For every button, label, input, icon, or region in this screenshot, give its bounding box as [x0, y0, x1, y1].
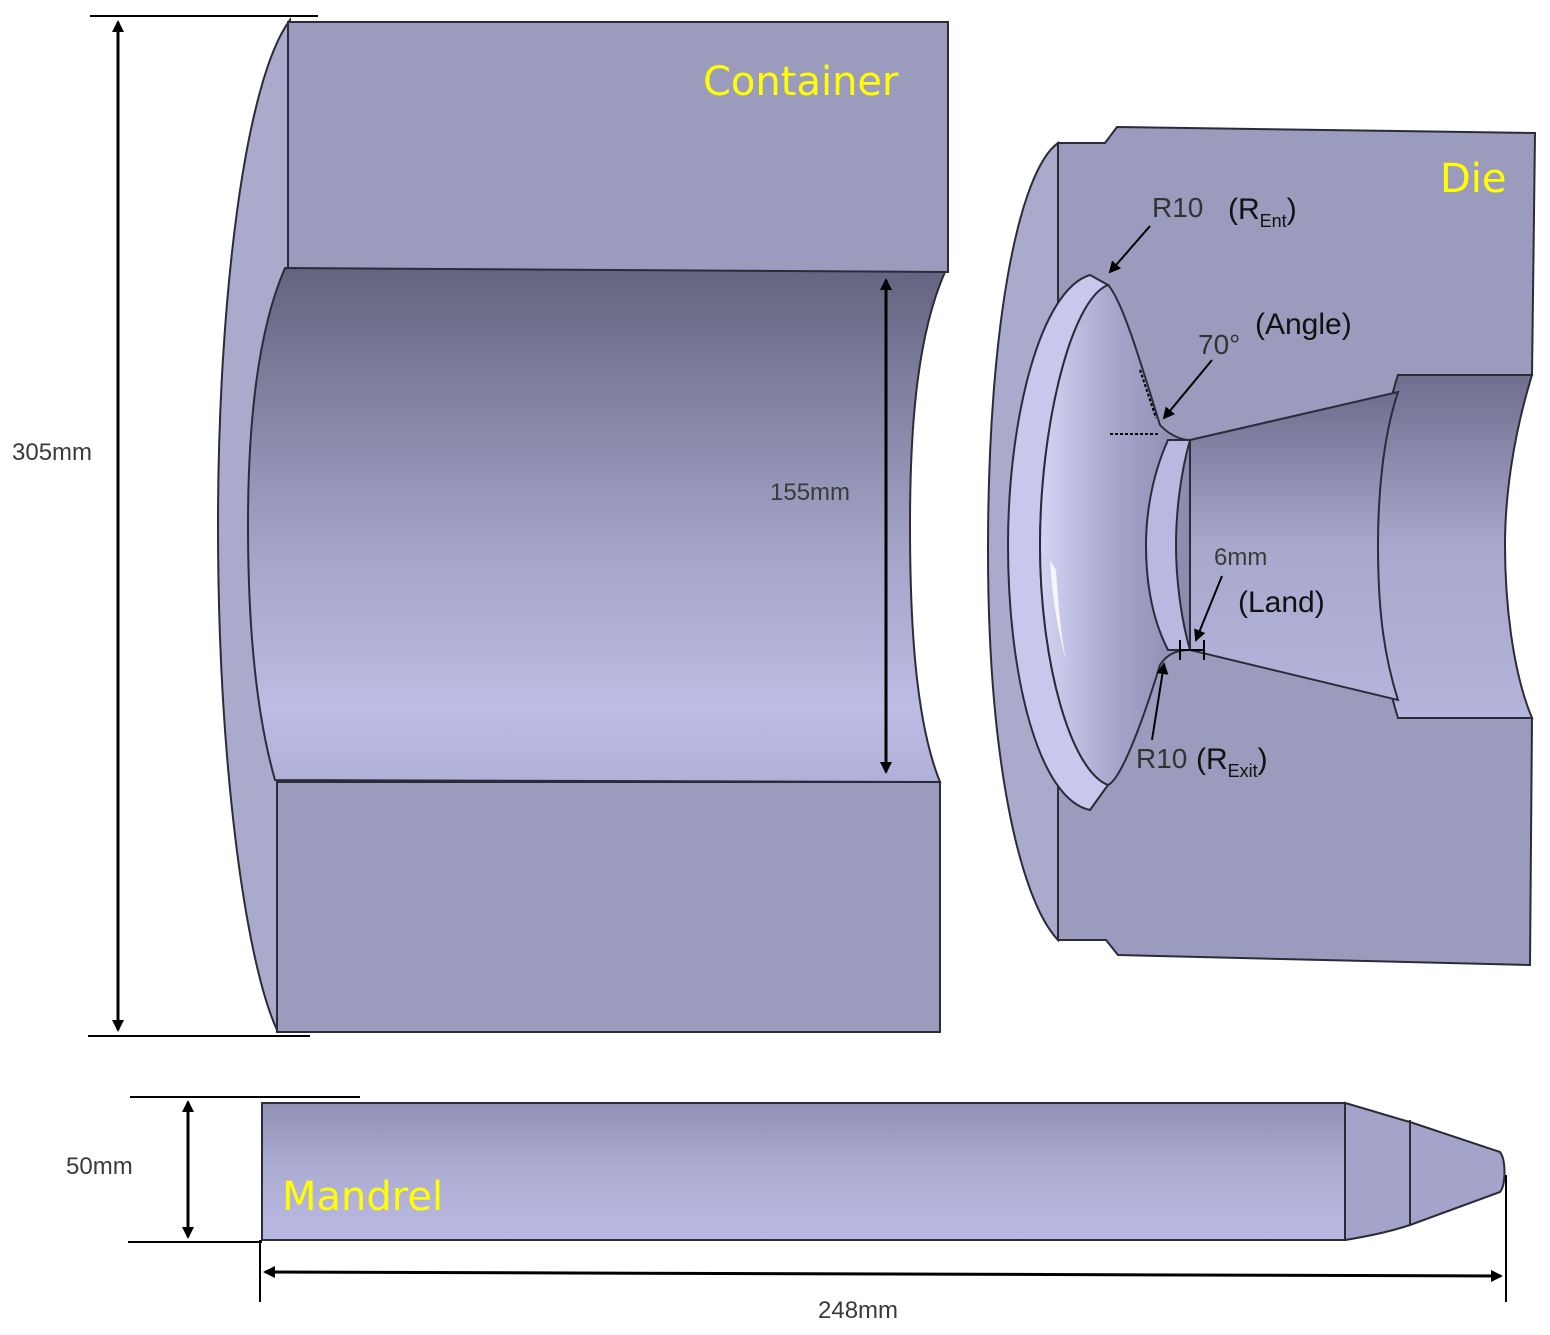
land-label: (Land)	[1238, 586, 1325, 619]
dimension-248-label: 248mm	[818, 1297, 898, 1324]
container-bottom-block	[276, 781, 941, 1033]
entry-radius-leader	[1108, 225, 1151, 274]
exit-radius-label: (RExit)	[1196, 743, 1268, 781]
dimension-mandrel-length: 248mm	[259, 1175, 1507, 1324]
mandrel-nose	[1344, 1101, 1506, 1242]
container-top-block	[287, 21, 949, 273]
angle-leader	[1162, 359, 1213, 420]
container-label: Container	[703, 59, 899, 105]
die-annotations: R10 (REnt) 70° (Angle) 6mm (Land) R10 (R…	[1108, 192, 1352, 781]
angle-value: 70°	[1198, 329, 1240, 360]
dimension-50-label: 50mm	[66, 1153, 133, 1180]
die-funnel-highlight	[1050, 560, 1066, 660]
die-exit-taper	[1189, 390, 1400, 702]
entry-radius-value: R10	[1152, 192, 1203, 223]
dimension-mandrel-diameter: 50mm	[66, 1096, 360, 1243]
angle-taper-mark	[1139, 369, 1157, 419]
land-leader	[1194, 575, 1223, 642]
exit-radius-value: R10	[1136, 743, 1187, 774]
dimension-155-label: 155mm	[770, 479, 850, 506]
die-exit-counterbore	[1373, 374, 1534, 719]
dimension-305-label: 305mm	[12, 439, 92, 466]
dimension-bore-diameter: 155mm	[770, 278, 892, 774]
exit-radius-leader	[1151, 662, 1169, 741]
dimension-arrow-248	[263, 1266, 1503, 1282]
angle-label: (Angle)	[1255, 308, 1352, 341]
die-label: Die	[1440, 156, 1507, 202]
mandrel: Mandrel	[261, 1101, 1506, 1242]
container: Container	[216, 16, 949, 1033]
entry-radius-label: (REnt)	[1228, 193, 1297, 231]
dimension-outer-diameter: 305mm	[12, 15, 318, 1037]
container-bore	[246, 266, 947, 784]
mandrel-label: Mandrel	[282, 1174, 443, 1220]
land-dimension-value: 6mm	[1214, 544, 1267, 571]
